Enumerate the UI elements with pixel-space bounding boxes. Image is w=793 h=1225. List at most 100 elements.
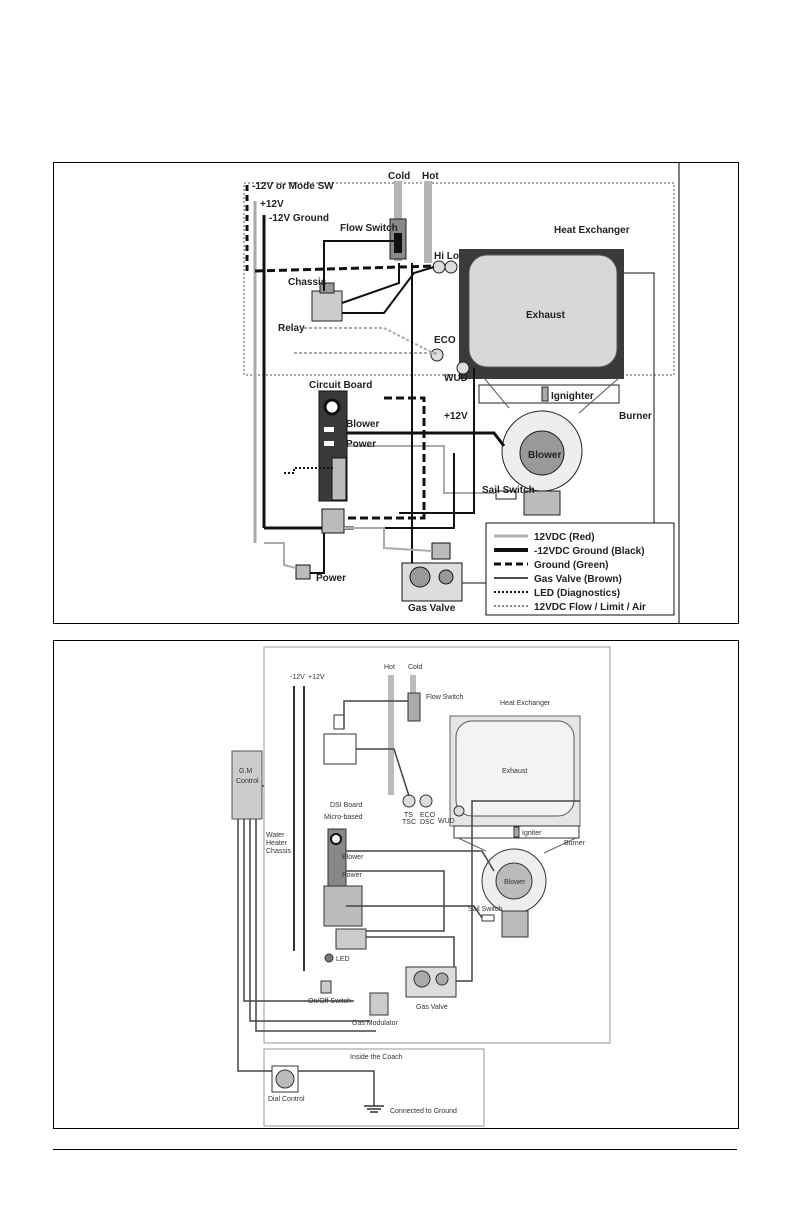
label-igniter: Igniter [522,830,542,837]
wire-gm-dial [237,819,284,1072]
sail-switch-body [481,914,495,922]
label-micro-based: Micro-based [324,814,363,821]
label-cold: Cold [408,664,423,671]
label-sail-switch: Sail Switch [468,906,502,913]
label-exhaust: Exhaust [502,768,527,775]
wire-relay-ts [356,748,410,797]
blower-motor [519,430,565,476]
legend-box [485,522,675,616]
label-burner: Burner [564,840,586,847]
eco-sensor [430,348,444,362]
label-circuit-board: Circuit Board [309,380,372,391]
board-blower-terminal [324,427,334,432]
gas-valve-coil-2 [435,972,449,986]
wire-ground-green [344,396,426,520]
hot-pipe [388,675,394,795]
wiring-diagram-top-svg: 12VDC (Red)-12VDC Ground (Black)Ground (… [243,163,680,623]
flow-switch-core [394,233,402,253]
wire-gas-valve-power [344,527,433,552]
label-water-heater-chassis-3: Chassis [266,848,291,855]
wire-board-sail [347,445,496,494]
wire-board-blower [346,850,495,872]
wire-relay-hilo [342,266,435,314]
wire-gm-modulator [249,819,370,1022]
led-indicator [324,953,334,963]
hot-pipe [424,181,432,263]
label-eco-1: ECO [420,812,436,819]
blower-outlet [523,490,561,516]
legend-label: Gas Valve (Brown) [534,574,622,585]
hi-lo-sensor-2 [444,260,458,274]
terminal-block [321,508,345,534]
label-inside-coach: Inside the Coach [350,1054,403,1061]
label-blower-board: Blower [346,419,379,430]
relay-body [323,733,357,765]
label-hot: Hot [422,171,439,182]
label-dial-control: Dial Control [268,1096,305,1103]
wire-gas-exchanger [456,800,580,982]
gas-valve-coil-1 [413,970,431,988]
gas-valve-coil-1 [409,566,431,588]
label-neg12: -12V [290,674,305,681]
ts-sensor [402,794,416,808]
label-hot: Hot [384,664,395,671]
label-heat-exchanger: Heat Exchanger [500,700,551,707]
label-flow-switch: Flow Switch [426,694,463,701]
wire-flow-ground [374,453,455,529]
wire-relay-flow [343,700,408,729]
label-blower-board: Blower [342,854,364,861]
wire-board-blower [347,431,506,447]
label-wud: WUD [438,818,455,825]
blower-cone-right [543,837,577,854]
label-relay: Relay [278,323,305,334]
label-pos12: +12V [260,199,284,210]
igniter-element [541,386,549,402]
label-power-board: Power [342,872,363,879]
label-pos12: +12V [308,674,325,681]
terminal-block [335,928,367,950]
gas-valve-coil-2 [438,569,454,585]
gas-valve-connector [431,542,451,560]
exhaust-chamber [468,254,618,368]
label-water-heater-chassis-2: Heater [266,840,288,847]
wiring-diagram-bottom: -12V +12V Hot Cold Flow Switch Heat Exch… [53,640,739,1129]
label-sail-switch: Sail Switch [482,485,535,496]
label-eco: ECO [434,335,456,346]
blower-outlet [501,910,529,938]
wire-gm-onoff [243,819,354,1002]
gas-modulator [369,992,389,1016]
label-hi-lo: Hi Lo [434,251,459,262]
legend-label: LED (Diagnostics) [534,588,620,599]
wire-power-switch [264,542,297,569]
label-exhaust: Exhaust [526,310,566,321]
legend-label: 12VDC Flow / Limit / Air [534,602,646,613]
label-neg12-ground: -12V Ground [269,213,329,224]
label-cold: Cold [388,171,410,182]
label-neg12-mode: -12V or Mode SW [252,181,334,192]
label-heat-exchanger: Heat Exchanger [554,225,630,236]
wire-terminal-gas [366,936,455,967]
footer-rule [53,1149,737,1150]
igniter-bar [478,384,620,404]
power-switch [295,564,311,580]
label-blower: Blower [504,879,526,886]
label-eco-2: DSC [420,819,435,826]
legend: 12VDC (Red)-12VDC Ground (Black)Ground (… [494,532,646,613]
board-connector [331,457,347,501]
exhaust-chamber [455,720,575,817]
label-gm-control-2: Control [236,778,259,785]
label-gas-modulator: Gas Modulator [352,1020,399,1027]
flow-switch-body [407,692,421,722]
water-heater-enclosure [263,646,611,1044]
on-off-switch [320,980,332,994]
coach-enclosure [263,1048,485,1127]
blower-motor [495,862,533,900]
wire-dial-ground [298,1070,375,1106]
wud-sensor [453,805,465,817]
wud-sensor [456,361,470,375]
label-chassis: Chassis [288,277,327,288]
hi-lo-sensor-1 [432,260,446,274]
relay-top [333,714,345,730]
legend-label: -12VDC Ground (Black) [534,546,645,557]
igniter-element [513,826,520,838]
